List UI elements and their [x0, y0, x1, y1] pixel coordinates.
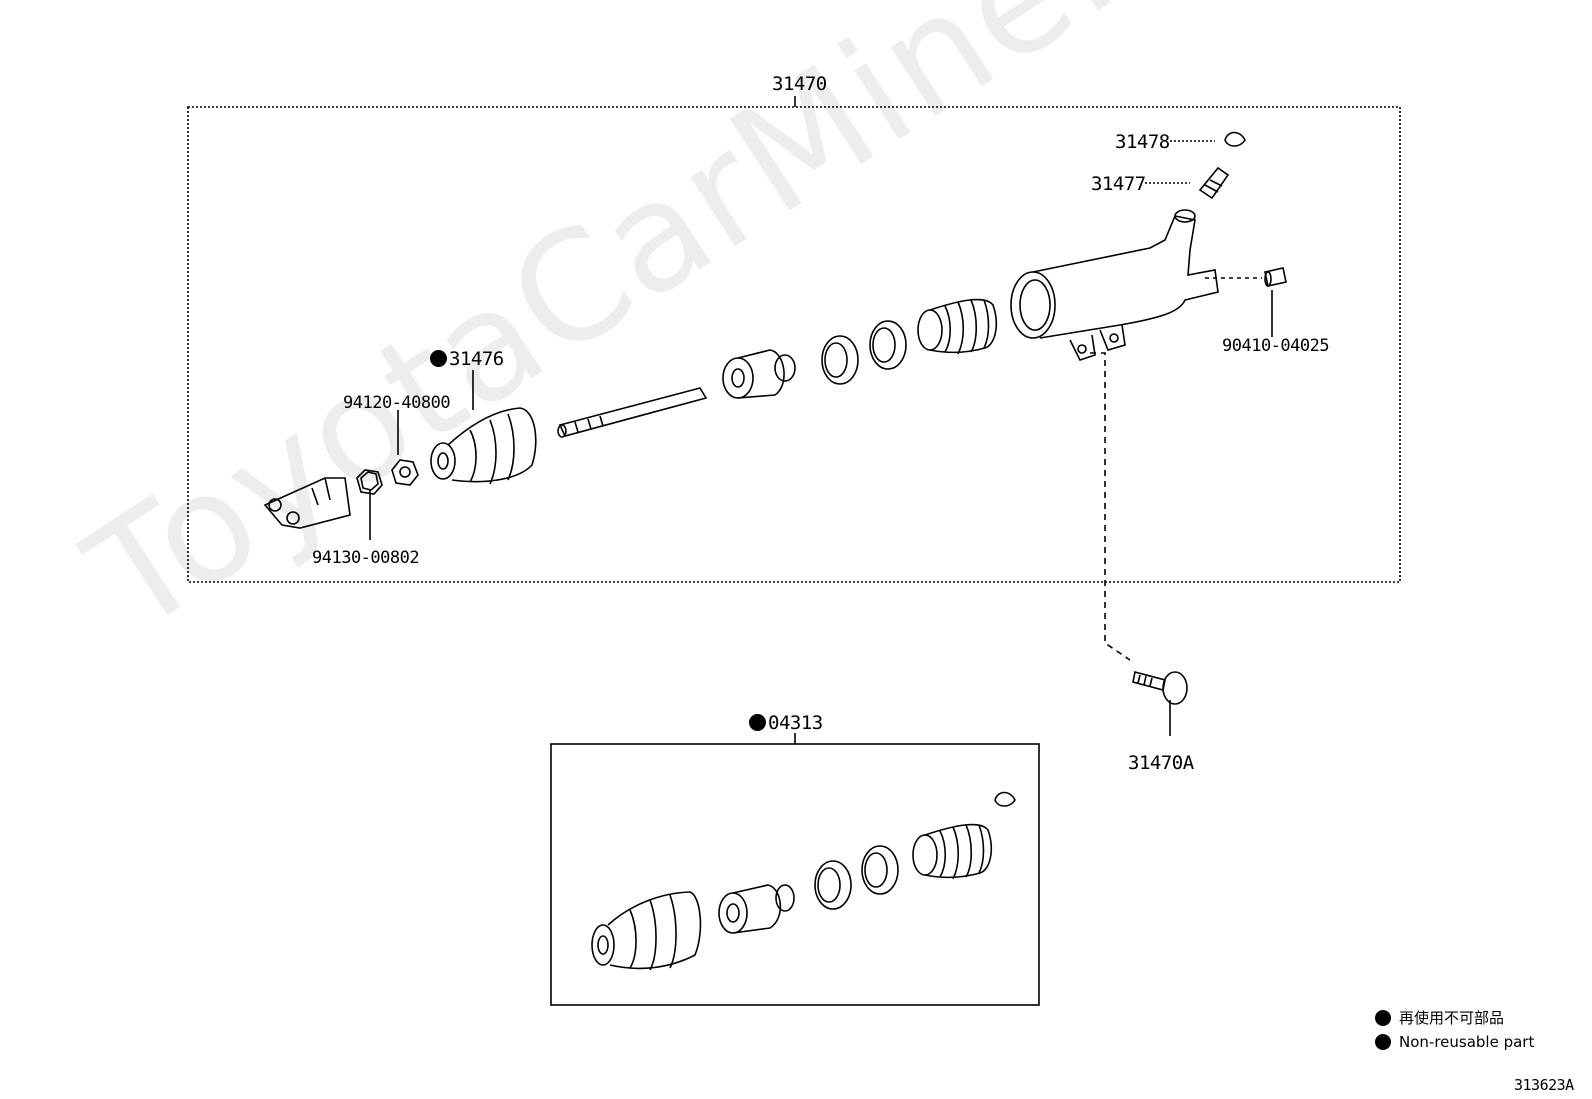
label-94130-00802: 94130-00802 [312, 548, 420, 568]
legend-en: Non-reusable part [1375, 1033, 1534, 1051]
cup-2 [869, 320, 907, 370]
nut-94120 [391, 459, 419, 486]
push-rod [557, 387, 708, 438]
legend-dot-icon [1375, 1010, 1391, 1026]
kit-cup-2 [861, 845, 899, 895]
bleeder-31477 [1198, 166, 1230, 200]
cap-31478 [1224, 131, 1246, 147]
cup-1 [821, 335, 859, 385]
kit-cup-1 [814, 860, 852, 910]
non-reusable-dot [749, 714, 766, 731]
figure-code: 313623A [1514, 1076, 1574, 1094]
kit-spring [912, 823, 992, 880]
label-31478: 31478 [1115, 131, 1170, 153]
label-94120-40800: 94120-40800 [343, 393, 451, 413]
label-90410-04025: 90410-04025 [1222, 336, 1330, 356]
clevis [263, 477, 351, 529]
piston [722, 349, 796, 399]
legend-jp: 再使用不可部品 [1375, 1007, 1504, 1028]
assembly-frame [187, 106, 1401, 583]
nut-94130 [356, 469, 383, 495]
fitting-90410 [1264, 267, 1287, 287]
kit-frame [550, 743, 1040, 1006]
label-04313: 04313 [749, 713, 823, 733]
non-reusable-dot [430, 350, 447, 367]
kit-piston [718, 884, 795, 934]
boot-31476 [430, 407, 537, 485]
kit-cap [994, 791, 1016, 807]
cylinder-body [1010, 209, 1219, 361]
label-31470A: 31470A [1128, 752, 1194, 774]
bolt-31470A [1132, 671, 1188, 705]
label-31476: 31476 [430, 349, 504, 369]
legend-dot-icon [1375, 1034, 1391, 1050]
spring [917, 298, 997, 355]
kit-boot [591, 891, 702, 971]
label-31470: 31470 [772, 73, 827, 95]
label-31477: 31477 [1091, 173, 1146, 195]
